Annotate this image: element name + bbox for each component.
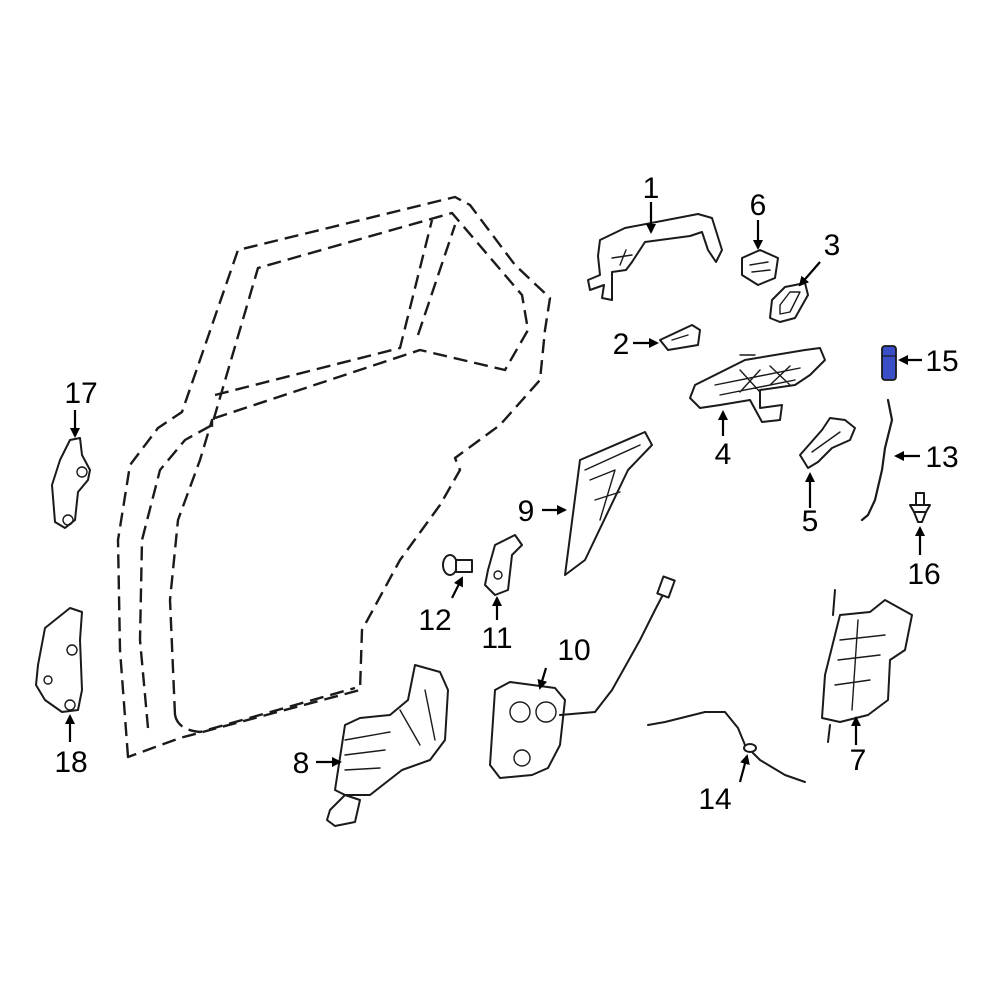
callout-8: 8 xyxy=(293,747,310,780)
callout-3: 3 xyxy=(824,229,841,262)
callout-9: 9 xyxy=(518,495,535,528)
callout-2: 2 xyxy=(613,328,630,361)
callout-1: 1 xyxy=(643,172,660,205)
callout-17: 17 xyxy=(64,377,97,410)
callout-6: 6 xyxy=(750,189,767,222)
part-13-rod xyxy=(860,398,894,522)
callout-5: 5 xyxy=(802,505,819,538)
part-4-handle-carrier xyxy=(689,347,826,423)
callout-11: 11 xyxy=(481,622,512,655)
callout-12: 12 xyxy=(418,604,451,637)
callout-14: 14 xyxy=(698,783,731,816)
callout-7: 7 xyxy=(850,744,867,777)
callout-16: 16 xyxy=(907,558,940,591)
door-outline xyxy=(116,195,552,759)
part-7-latch xyxy=(821,589,913,743)
part-3-bezel xyxy=(769,282,809,323)
part-8-latch xyxy=(326,664,449,827)
part-18-lower-hinge xyxy=(35,607,83,713)
callout-10: 10 xyxy=(557,634,590,667)
part-5-bracket xyxy=(799,417,856,469)
callout-13: 13 xyxy=(925,441,958,474)
part-10-control-module xyxy=(489,575,676,779)
part-15-clip xyxy=(881,345,897,381)
callout-18: 18 xyxy=(54,746,87,779)
callout-arrows xyxy=(65,202,925,783)
part-17-upper-hinge xyxy=(51,437,91,529)
part-12-bolt xyxy=(442,554,473,576)
callout-4: 4 xyxy=(715,438,732,471)
part-2-cover xyxy=(659,324,701,351)
part-1-outer-handle xyxy=(587,213,723,301)
callout-15: 15 xyxy=(925,345,958,378)
part-6-lock-cylinder xyxy=(741,249,779,286)
part-9-trim-panel xyxy=(564,431,653,576)
part-11-hinge-bracket xyxy=(484,534,523,596)
part-16-push-pin xyxy=(909,492,931,523)
part-14-cable xyxy=(647,711,806,783)
callout-labels: 1 2 3 4 5 6 7 8 9 10 11 12 13 14 15 16 1… xyxy=(54,172,958,816)
